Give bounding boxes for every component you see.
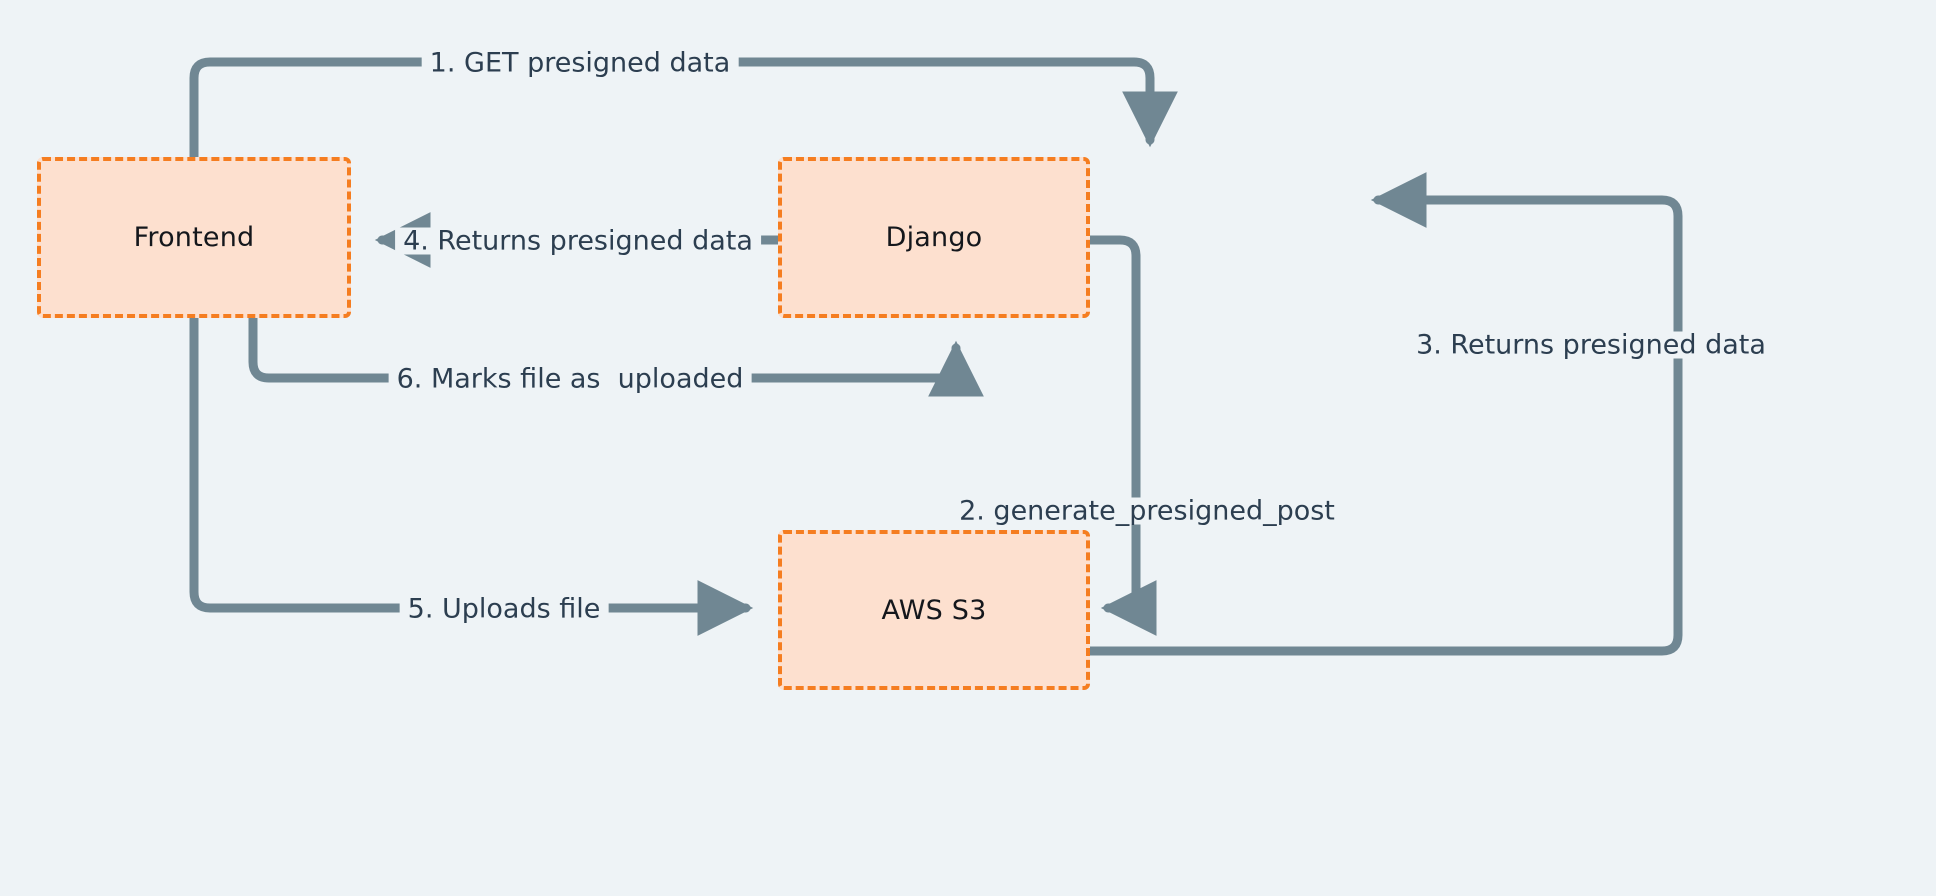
node-aws-s3[interactable]: AWS S3	[778, 530, 1090, 690]
node-django-label: Django	[885, 222, 983, 253]
edge-label-1: 1. GET presigned data	[421, 49, 739, 77]
node-aws-s3-label: AWS S3	[881, 594, 987, 626]
edge-label-2: 2. generate_presigned_post	[951, 497, 1343, 525]
edge-label-5: 5. Uploads file	[399, 595, 609, 623]
wire-caps	[399, 57, 755, 613]
node-frontend[interactable]: Frontend	[37, 157, 351, 318]
edge-label-3: 3. Returns presigned data	[1408, 331, 1774, 359]
edge-label-4: 4. Returns presigned data	[395, 227, 761, 255]
node-frontend-label: Frontend	[133, 222, 255, 253]
node-django[interactable]: Django	[778, 157, 1090, 318]
edge-3-path	[1085, 172, 1683, 656]
edge-5-path	[189, 313, 754, 636]
edge-2-path	[1085, 235, 1157, 636]
edge-label-6: 6. Marks file as uploaded	[388, 365, 752, 393]
